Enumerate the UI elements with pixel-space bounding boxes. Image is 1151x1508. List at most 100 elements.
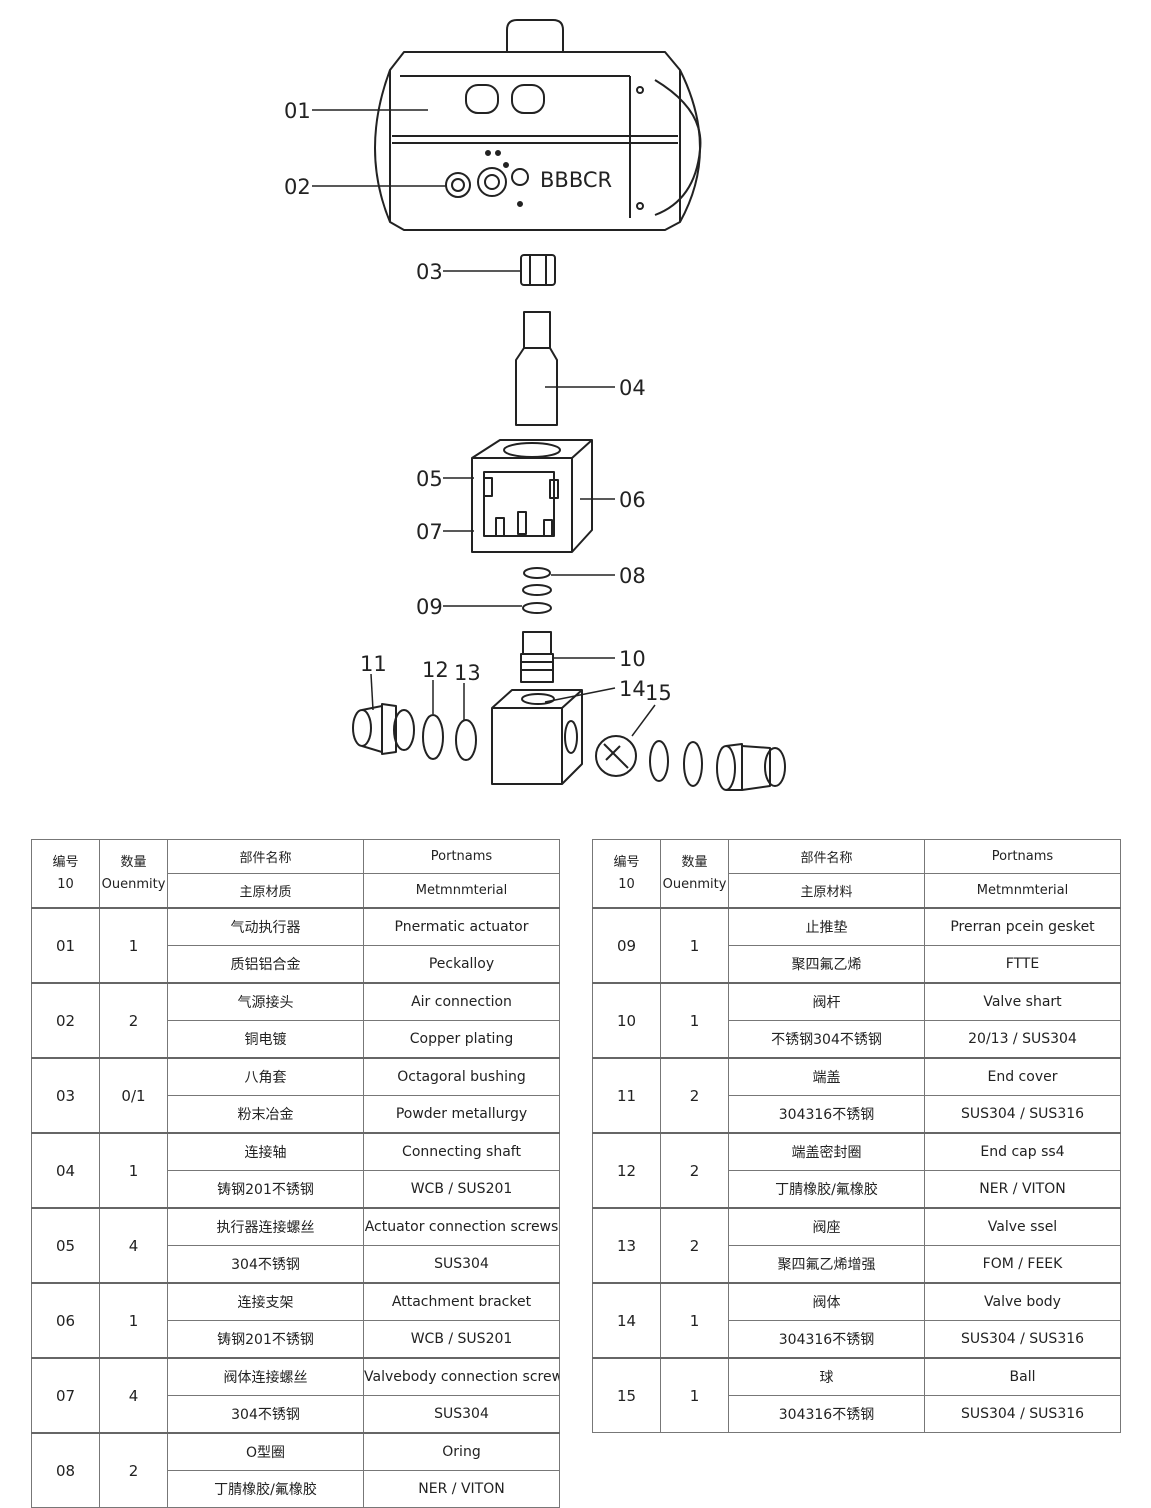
part-material-en: FTTE — [924, 945, 1121, 984]
part-name-cn: 八角套 — [167, 1057, 364, 1096]
part-name-cn: 连接轴 — [167, 1132, 364, 1171]
callout-08: 08 — [619, 564, 646, 588]
part-material-cn: 聚四氟乙烯增强 — [728, 1245, 925, 1284]
part-name-en: End cover — [924, 1057, 1121, 1096]
header-part-name-cn: 部件名称 — [167, 839, 364, 874]
part-material-cn: 铸钢201不锈钢 — [167, 1170, 364, 1209]
part-name-en: Octagoral bushing — [363, 1057, 560, 1096]
part-quantity: 2 — [660, 1057, 729, 1134]
part-material-cn: 粉末冶金 — [167, 1095, 364, 1134]
callout-01: 01 — [284, 99, 311, 123]
callout-04: 04 — [619, 376, 646, 400]
part-number: 05 — [31, 1207, 100, 1284]
callout-03: 03 — [416, 260, 443, 284]
part-number: 04 — [31, 1132, 100, 1209]
part-number: 07 — [31, 1357, 100, 1434]
part-quantity: 1 — [660, 1357, 729, 1433]
header-qty-en: Ouenmity — [101, 876, 166, 892]
part-number: 15 — [592, 1357, 661, 1433]
leader-lines — [312, 109, 656, 737]
part-material-cn: 丁腈橡胶/氟橡胶 — [167, 1470, 364, 1508]
part-material-en: SUS304 / SUS316 — [924, 1095, 1121, 1134]
callout-07: 07 — [416, 520, 443, 544]
part-quantity: 1 — [660, 907, 729, 984]
part-name-cn: 执行器连接螺丝 — [167, 1207, 364, 1246]
header-no-en: 10 — [618, 876, 635, 892]
connecting-shaft — [515, 311, 558, 426]
part-number: 03 — [31, 1057, 100, 1134]
part-number: 12 — [592, 1132, 661, 1209]
part-name-cn: O型圈 — [167, 1432, 364, 1471]
part-quantity: 2 — [99, 982, 168, 1059]
part-material-cn: 304不锈钢 — [167, 1245, 364, 1284]
part-quantity: 1 — [99, 907, 168, 984]
callout-05: 05 — [416, 467, 443, 491]
header-no-cn: 编号 — [613, 854, 640, 870]
part-name-en: Prerran pcein gesket — [924, 907, 1121, 946]
end-cover-left — [352, 703, 415, 755]
callout-15: 15 — [645, 681, 672, 705]
part-number: 13 — [592, 1207, 661, 1284]
part-name-en: Valvebody connection screw — [363, 1357, 560, 1396]
part-name-en: Valve shart — [924, 982, 1121, 1021]
part-name-cn: 端盖 — [728, 1057, 925, 1096]
part-name-cn: 端盖密封圈 — [728, 1132, 925, 1171]
part-name-en: End cap ss4 — [924, 1132, 1121, 1171]
header-qty: 数量 Ouenmity — [660, 839, 729, 909]
part-name-cn: 阀杆 — [728, 982, 925, 1021]
part-material-en: WCB / SUS201 — [363, 1320, 560, 1359]
right-seal — [683, 741, 703, 787]
part-material-cn: 质铝铝合金 — [167, 945, 364, 984]
part-quantity: 2 — [660, 1132, 729, 1209]
exploded-valve-diagram: BBBCR — [284, 19, 786, 791]
callout-06: 06 — [619, 488, 646, 512]
part-material-en: Peckalloy — [363, 945, 560, 984]
part-quantity: 4 — [99, 1357, 168, 1434]
part-material-cn: 304316不锈钢 — [728, 1320, 925, 1359]
callout-14: 14 — [619, 677, 646, 701]
part-material-cn: 304不锈钢 — [167, 1395, 364, 1434]
part-name-cn: 气动执行器 — [167, 907, 364, 946]
header-part-name-en: Portnams — [924, 839, 1121, 874]
part-material-en: Copper plating — [363, 1020, 560, 1059]
part-material-cn: 铸钢201不锈钢 — [167, 1320, 364, 1359]
header-material-cn: 主原材质 — [167, 873, 364, 909]
right-seat — [649, 740, 669, 782]
part-name-cn: 阀体连接螺丝 — [167, 1357, 364, 1396]
part-number: 11 — [592, 1057, 661, 1134]
part-name-cn: 连接支架 — [167, 1282, 364, 1321]
part-quantity: 1 — [99, 1282, 168, 1359]
part-material-en: SUS304 / SUS316 — [924, 1320, 1121, 1359]
part-name-en: Valve ssel — [924, 1207, 1121, 1246]
header-part-name-en: Portnams — [363, 839, 560, 874]
valve-shaft — [520, 631, 554, 683]
callout-02: 02 — [284, 175, 311, 199]
part-number: 01 — [31, 907, 100, 984]
part-material-en: WCB / SUS201 — [363, 1170, 560, 1209]
left-seal — [422, 714, 444, 760]
header-part-name-cn: 部件名称 — [728, 839, 925, 874]
part-name-cn: 球 — [728, 1357, 925, 1396]
part-material-en: Powder metallurgy — [363, 1095, 560, 1134]
o-rings — [522, 567, 552, 614]
valve-body — [491, 689, 583, 785]
